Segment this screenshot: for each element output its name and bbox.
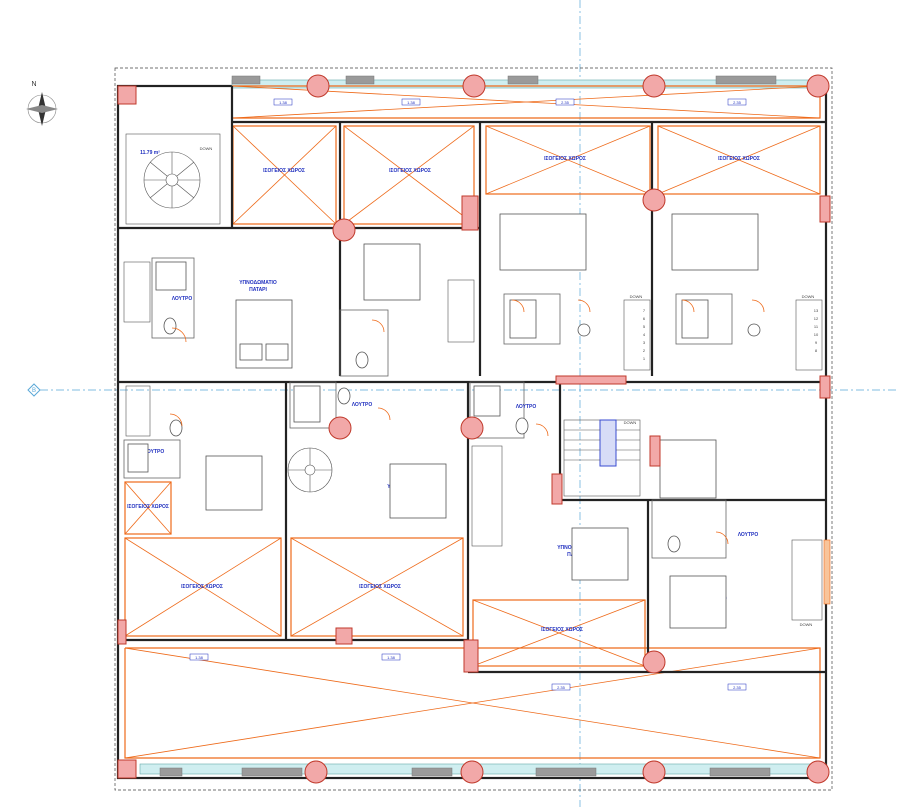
svg-text:2.35: 2.35 <box>557 685 566 690</box>
svg-text:N: N <box>31 81 36 88</box>
svg-text:ΙΣΟΓΕΙΟΣ ΧΩΡΟΣ: ΙΣΟΓΕΙΟΣ ΧΩΡΟΣ <box>389 168 431 174</box>
svg-text:9: 9 <box>815 340 818 345</box>
iso-room-4: ΙΣΟΓΕΙΟΣ ΧΩΡΟΣ <box>657 125 821 195</box>
svg-text:ΙΣΟΓΕΙΟΣ ΧΩΡΟΣ: ΙΣΟΓΕΙΟΣ ΧΩΡΟΣ <box>263 168 305 174</box>
svg-text:DOWN: DOWN <box>802 294 815 299</box>
dimension-tags: 1.38 1.38 2.35 2.35 1.38 1.38 2.35 2.35 <box>189 98 747 691</box>
svg-text:ΙΣΟΓΕΙΟΣ ΧΩΡΟΣ: ΙΣΟΓΕΙΟΣ ΧΩΡΟΣ <box>541 627 583 633</box>
bottom-terrace-beams <box>124 647 821 759</box>
svg-text:DOWN: DOWN <box>624 420 637 425</box>
stair-step-numbers: 13 12 11 10 9 8 7 6 5 4 3 2 1 <box>643 308 819 361</box>
svg-text:DOWN: DOWN <box>630 294 643 299</box>
iso-room-5: ΙΣΟΓΕΙΟΣ ΧΩΡΟΣ <box>124 537 282 637</box>
svg-text:3: 3 <box>643 340 646 345</box>
svg-text:B: B <box>32 388 36 394</box>
svg-text:ΥΠΝΟΔΩΜΑΤΙΟ: ΥΠΝΟΔΩΜΑΤΙΟ <box>239 280 277 286</box>
partitions <box>123 257 733 559</box>
bed-5 <box>205 455 263 511</box>
iso-room-2: ΙΣΟΓΕΙΟΣ ΧΩΡΟΣ <box>343 125 475 225</box>
spiral-stair-2 <box>287 447 333 493</box>
iso-room-3: ΙΣΟΓΕΙΟΣ ΧΩΡΟΣ <box>485 125 651 195</box>
columns <box>304 74 830 784</box>
svg-text:ΙΣΟΓΕΙΟΣ ΧΩΡΟΣ: ΙΣΟΓΕΙΟΣ ΧΩΡΟΣ <box>718 156 760 162</box>
wc-label-5: ΛΟΥΤΡΟ <box>738 532 759 538</box>
planters <box>159 75 777 777</box>
svg-text:1.38: 1.38 <box>387 655 396 660</box>
svg-text:11: 11 <box>814 324 819 329</box>
svg-text:1: 1 <box>643 356 646 361</box>
right-window <box>823 539 831 605</box>
grid-marker-b[interactable]: B <box>27 383 41 397</box>
square-columns <box>117 85 831 779</box>
wc-label-1: ΛΟΥΤΡΟ <box>172 296 193 302</box>
svg-text:13: 13 <box>814 308 819 313</box>
iso-room-6: ΙΣΟΓΕΙΟΣ ΧΩΡΟΣ <box>290 537 464 637</box>
iso-room-1: ΙΣΟΓΕΙΟΣ ΧΩΡΟΣ <box>232 125 337 225</box>
bed-1 <box>235 299 293 369</box>
svg-text:12: 12 <box>814 316 819 321</box>
bed-2 <box>363 243 421 301</box>
bed-8 <box>669 575 727 629</box>
svg-text:7: 7 <box>643 308 646 313</box>
bath-fixtures <box>127 261 761 553</box>
svg-text:2: 2 <box>643 348 646 353</box>
svg-text:10: 10 <box>814 332 819 337</box>
stair-center: DOWN <box>563 419 641 497</box>
svg-text:ΙΣΟΓΕΙΟΣ ΧΩΡΟΣ: ΙΣΟΓΕΙΟΣ ΧΩΡΟΣ <box>127 504 169 510</box>
plot-boundary <box>114 67 833 791</box>
svg-text:5: 5 <box>643 324 646 329</box>
bed-3 <box>499 213 587 271</box>
svg-text:2.35: 2.35 <box>733 685 742 690</box>
wc-label-2: ΛΟΥΤΡΟ <box>352 402 373 408</box>
north-arrow-icon: N <box>26 81 58 126</box>
svg-text:DOWN: DOWN <box>800 622 813 627</box>
spiral-stair-main: DOWN 11.79 m² <box>125 133 221 225</box>
svg-text:1.38: 1.38 <box>195 655 204 660</box>
svg-text:8: 8 <box>815 348 818 353</box>
bed-6 <box>389 463 447 519</box>
svg-text:2.35: 2.35 <box>561 100 570 105</box>
svg-text:2.35: 2.35 <box>733 100 742 105</box>
straight-stairs: DOWN DOWN DOWN <box>123 261 823 627</box>
bedroom-label-1: ΥΠΝΟΔΩΜΑΤΙΟ ΠΑΤΑΡΙ <box>239 280 277 293</box>
svg-text:ΙΣΟΓΕΙΟΣ ΧΩΡΟΣ: ΙΣΟΓΕΙΟΣ ΧΩΡΟΣ <box>181 584 223 590</box>
svg-text:ΙΣΟΓΕΙΟΣ ΧΩΡΟΣ: ΙΣΟΓΕΙΟΣ ΧΩΡΟΣ <box>544 156 586 162</box>
svg-text:1.38: 1.38 <box>407 100 416 105</box>
svg-text:ΠΑΤΑΡΙ: ΠΑΤΑΡΙ <box>249 287 267 293</box>
door-swings <box>169 299 765 545</box>
svg-text:ΙΣΟΓΕΙΟΣ ΧΩΡΟΣ: ΙΣΟΓΕΙΟΣ ΧΩΡΟΣ <box>359 584 401 590</box>
bed-7 <box>571 527 629 581</box>
iso-room-7: ΙΣΟΓΕΙΟΣ ΧΩΡΟΣ <box>472 599 646 667</box>
svg-text:4: 4 <box>643 332 646 337</box>
svg-text:DOWN: DOWN <box>200 146 213 151</box>
wc-label-4: ΛΟΥΤΡΟ <box>144 449 165 455</box>
svg-text:1.38: 1.38 <box>279 100 288 105</box>
svg-text:11.79 m²: 11.79 m² <box>140 150 160 156</box>
wc-label-3: ΛΟΥΤΡΟ <box>516 404 537 410</box>
bed-4 <box>671 213 759 271</box>
iso-room-8: ΙΣΟΓΕΙΟΣ ΧΩΡΟΣ <box>124 481 172 535</box>
svg-text:6: 6 <box>643 316 646 321</box>
